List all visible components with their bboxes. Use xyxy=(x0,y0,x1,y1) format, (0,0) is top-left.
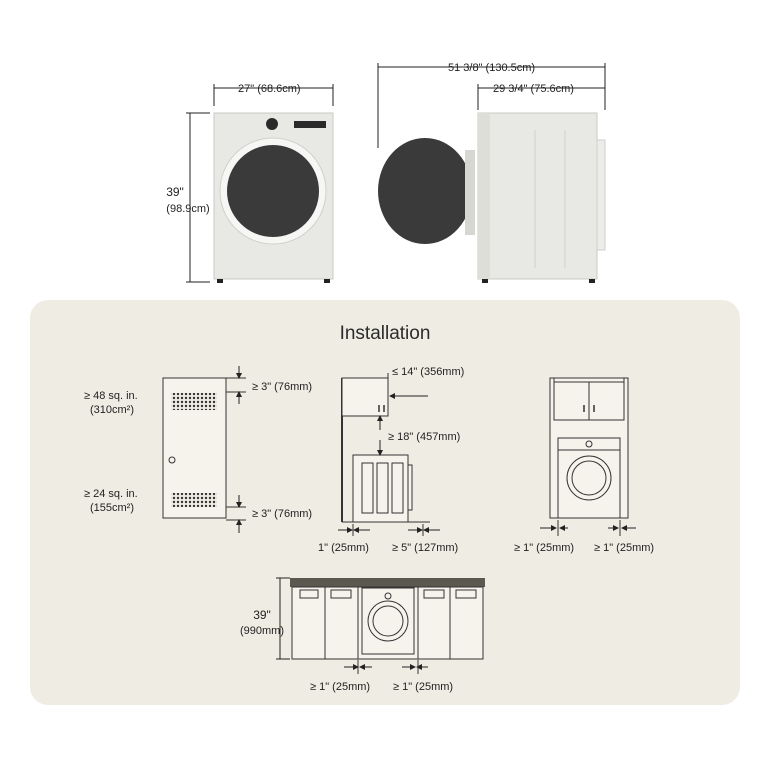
front-gap-label: ≥ 5" (127mm) xyxy=(392,542,458,554)
closet-left-gap: ≥ 1" (25mm) xyxy=(514,542,574,554)
vent-door-diagram xyxy=(162,366,246,533)
depth-label: 29 3/4" (75.6cm) xyxy=(493,83,574,95)
front-height-label: 39" xyxy=(166,185,184,199)
vent-top-area: ≥ 48 sq. in. xyxy=(84,390,138,402)
closet-diagram xyxy=(540,377,636,536)
front-view xyxy=(186,84,334,283)
vent-bottom-gap: ≥ 3" (76mm) xyxy=(252,508,312,520)
rear-gap-label: 1" (25mm) xyxy=(318,542,369,554)
vent-bottom-area: ≥ 24 sq. in. xyxy=(84,488,138,500)
undercounter-diagram xyxy=(276,577,485,674)
undercounter-height-metric: (990mm) xyxy=(240,625,284,637)
side-clearance-diagram xyxy=(338,373,440,536)
vent-bottom-area-metric: (155cm²) xyxy=(90,502,134,514)
undercounter-left-gap: ≥ 1" (25mm) xyxy=(310,681,370,693)
undercounter-right-gap: ≥ 1" (25mm) xyxy=(393,681,453,693)
side-view xyxy=(377,63,606,283)
front-height-metric-label: (98.9cm) xyxy=(166,203,209,215)
vent-top-area-metric: (310cm²) xyxy=(90,404,134,416)
open-depth-label: 51 3/8" (130.5cm) xyxy=(448,62,535,74)
front-width-label: 27" (68.6cm) xyxy=(238,83,301,95)
cabinet-depth-label: ≤ 14" (356mm) xyxy=(392,366,464,378)
installation-title: Installation xyxy=(340,323,431,344)
closet-right-gap: ≥ 1" (25mm) xyxy=(594,542,654,554)
cabinet-gap-label: ≥ 18" (457mm) xyxy=(388,431,460,443)
undercounter-height-label: 39" xyxy=(253,608,271,622)
vent-top-gap: ≥ 3" (76mm) xyxy=(252,381,312,393)
